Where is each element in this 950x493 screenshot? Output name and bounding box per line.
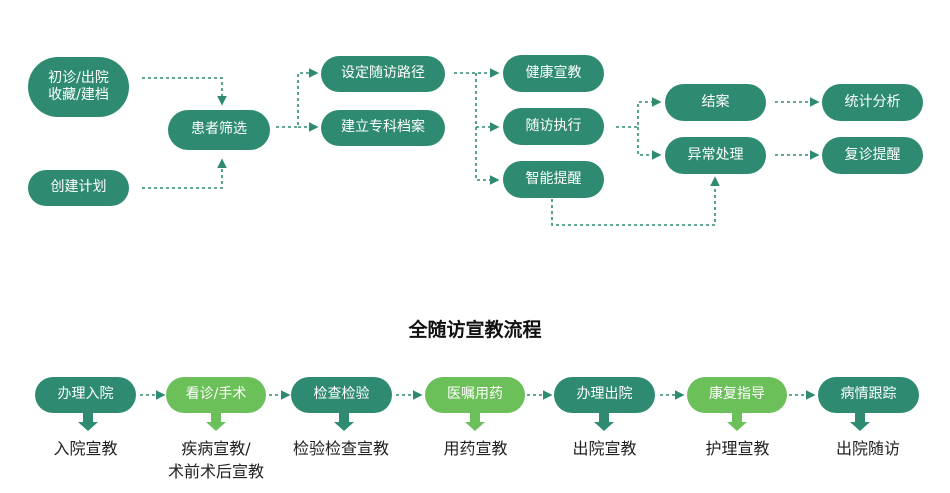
node-first-visit: 初诊/出院 收藏/建档 (28, 57, 129, 117)
caption-admission: 入院宣教 (53, 439, 118, 458)
caption-followup: 出院随访 (835, 439, 900, 458)
node-create-plan: 创建计划 (28, 170, 129, 206)
down-arrow-6 (727, 413, 747, 431)
caption-exam: 检验检查宣教 (292, 439, 389, 458)
down-arrow-4 (465, 413, 485, 431)
down-arrow-3 (334, 413, 354, 431)
node-statistics: 统计分析 (822, 84, 923, 121)
node-revisit-remind: 复诊提醒 (822, 137, 923, 174)
node-followup-exec: 随访执行 (503, 108, 604, 145)
step-rehab: 康复指导 (687, 377, 787, 413)
step-admission: 办理入院 (35, 377, 136, 413)
node-patient-screen: 患者筛选 (168, 110, 270, 150)
node-close-case: 结案 (665, 84, 766, 121)
node-exception: 异常处理 (665, 137, 766, 174)
arrow-exec-exception (637, 127, 662, 160)
node-set-path: 设定随访路径 (321, 56, 445, 92)
arrow-remind-exception (551, 176, 720, 226)
arrow-path-remind (475, 127, 500, 185)
down-arrow-1 (78, 413, 98, 431)
arrow-screen-path (276, 68, 319, 128)
caption-nursing: 护理宣教 (705, 439, 770, 458)
node-build-archive: 建立专科档案 (321, 110, 445, 146)
caption-medication: 用药宣教 (443, 439, 508, 458)
arrow-firstvisit-screen (142, 77, 227, 106)
down-arrow-7 (850, 413, 870, 431)
down-arrow-2 (206, 413, 226, 431)
arrow-exec-close (616, 97, 662, 128)
step-tracking: 病情跟踪 (818, 377, 919, 413)
step-medication: 医嘱用药 (425, 377, 525, 413)
down-arrow-5 (594, 413, 614, 431)
step-exam: 检查检验 (291, 377, 392, 413)
caption-discharge: 出院宣教 (572, 439, 637, 458)
process-title: 全随访宣教流程 (408, 319, 542, 341)
arrow-plan-screen (142, 158, 227, 189)
step-consult-surgery: 看诊/手术 (166, 377, 266, 413)
step-discharge: 办理出院 (554, 377, 655, 413)
node-health-edu: 健康宣教 (503, 55, 604, 92)
node-smart-remind: 智能提醒 (503, 161, 604, 198)
caption-disease-edu: 疾病宣教/ 术前术后宣教 (167, 439, 264, 482)
arrow-path-exec (475, 73, 500, 132)
